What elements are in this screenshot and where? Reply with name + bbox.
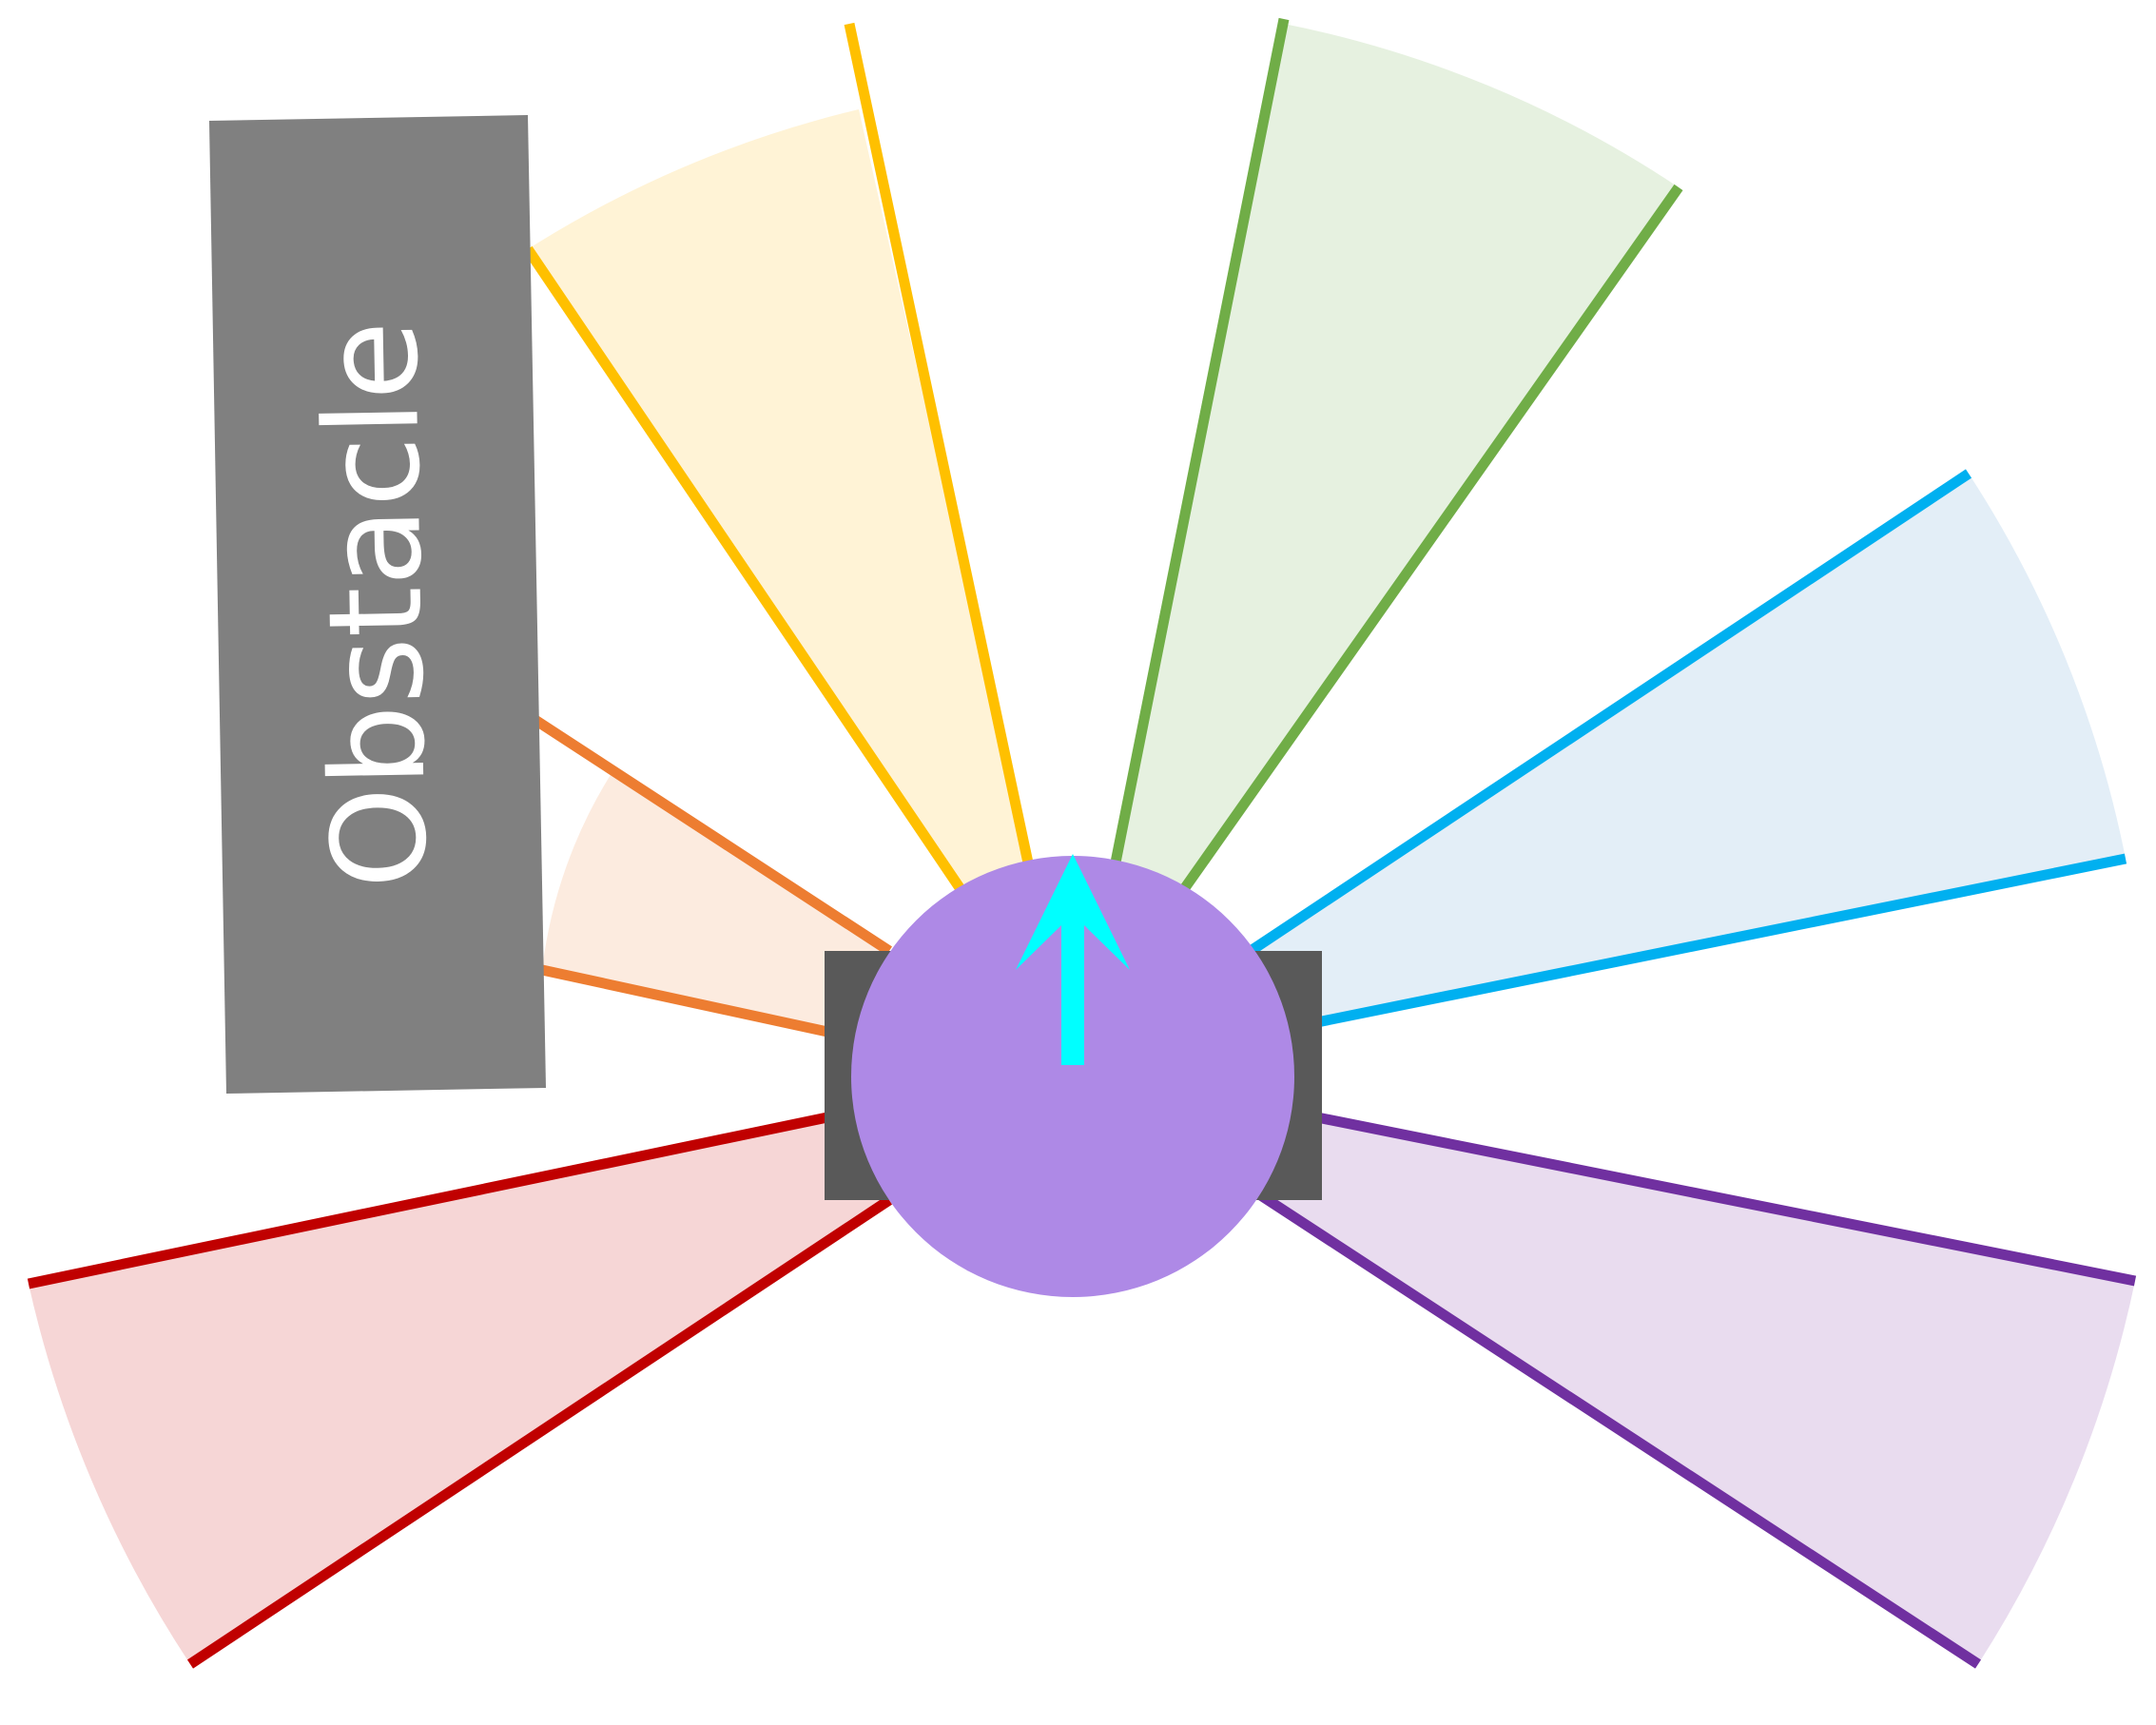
ray-right-a: [1247, 469, 1972, 956]
heading-arrow-icon: [1016, 854, 1130, 1065]
obstacle-block: [209, 115, 546, 1094]
ray-front-right-a: [1109, 17, 1290, 869]
sensor-field-right: [1251, 474, 2126, 1022]
sensor-field-front-right: [1115, 24, 1679, 889]
ray-front-left-a: [523, 245, 965, 893]
ray-left-rear-b: [186, 1195, 893, 1669]
obstacle: Obstacle: [209, 115, 546, 1094]
ray-front-right-b: [1179, 184, 1683, 893]
sensor-field-left-rear: [29, 1117, 889, 1664]
ray-right-rear-b: [1247, 1184, 1982, 1669]
ray-left-a: [540, 964, 829, 1037]
obstacle-label: Obstacle: [297, 320, 456, 890]
robot-body: [851, 856, 1294, 1297]
sensor-field-front-left: [528, 109, 1029, 889]
sensor-field-left: [542, 770, 889, 1032]
robot: [825, 854, 1322, 1297]
ray-left-rear-a: [27, 1112, 829, 1289]
ray-right-rear-a: [1315, 1112, 2137, 1287]
sensor-fields: [29, 24, 2135, 1664]
sensor-rays: [27, 17, 2137, 1669]
ray-front-left-b: [844, 22, 1035, 869]
sensor-field-right-rear: [1251, 1117, 2135, 1664]
ray-left-b: [524, 710, 893, 956]
ray-right-b: [1315, 853, 2127, 1028]
